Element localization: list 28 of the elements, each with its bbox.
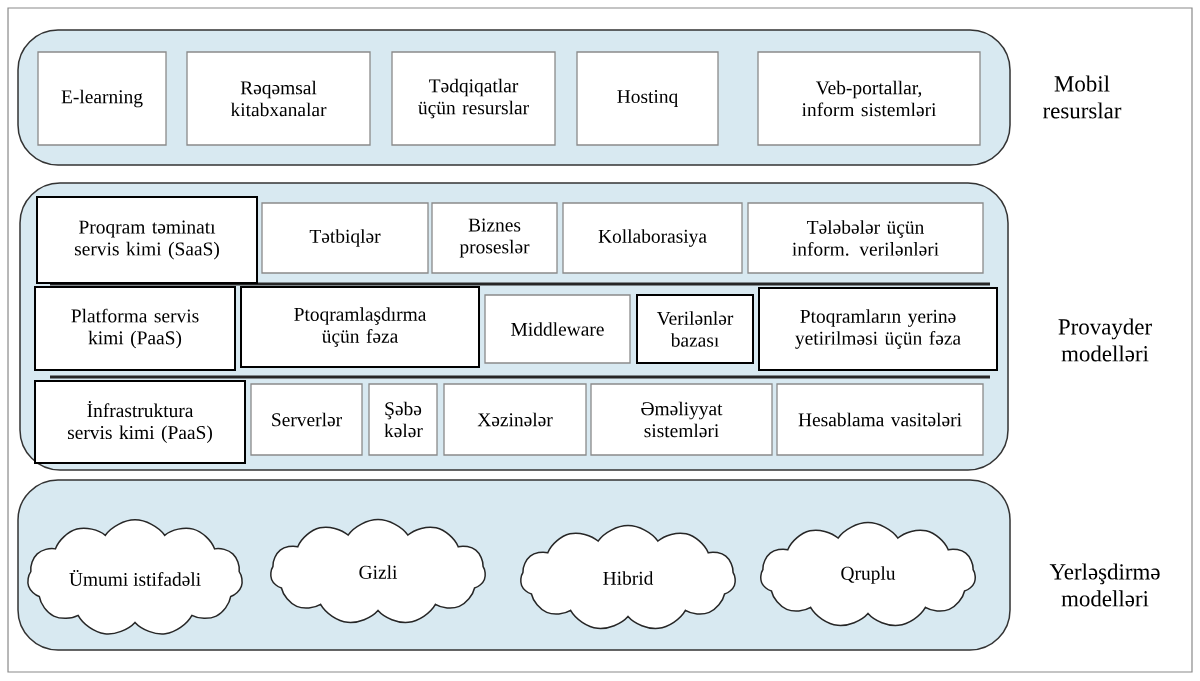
item-box: Rəqəmsal kitabxanalar xyxy=(186,51,371,146)
item-box: Tədqiqatlar üçün resurslar xyxy=(391,51,556,146)
item-box: Middleware xyxy=(484,294,631,364)
item-box: Hostinq xyxy=(576,51,719,146)
cloud: Gizli xyxy=(270,518,486,624)
node-label: Mobil resurslar xyxy=(1043,75,1122,119)
item-box: Şəbə kələr xyxy=(368,383,438,456)
item-box: Tətbiqlər xyxy=(261,202,429,274)
item-box: E-learning xyxy=(37,51,167,146)
node-label: Yerləşdirmə modelləri xyxy=(1049,563,1160,607)
cloud: Qruplu xyxy=(760,521,976,627)
service-box: Proqram təminatı servis kimi (SaaS) xyxy=(36,196,258,284)
cloud: Hibrid xyxy=(520,524,736,630)
service-box: Verilənlər bazası xyxy=(636,294,754,364)
item-box: Xəzinələr xyxy=(443,383,587,456)
service-box: Ptoqramlaşdırma üçün fəza xyxy=(240,286,480,368)
service-box: Ptoqramların yerinə yetirilməsi üçün fəza xyxy=(758,287,998,371)
item-box: Əməliyyat sistemləri xyxy=(590,383,773,456)
item-box: Hesablama vasitələri xyxy=(776,383,984,456)
item-box: Serverlər xyxy=(250,383,363,456)
item-box: Kollaborasiya xyxy=(562,202,743,274)
item-box: Veb-portallar, inform sistemləri xyxy=(757,51,981,146)
service-box: Platforma servis kimi (PaaS) xyxy=(34,286,236,371)
cloud: Ümumi istifadəli xyxy=(27,519,243,635)
item-box: Biznes proseslər xyxy=(431,202,558,274)
node-label: Provayder modelləri xyxy=(1058,318,1152,362)
item-box: Tələbələr üçün inform. verilənləri xyxy=(747,202,984,274)
service-box: İnfrastruktura servis kimi (PaaS) xyxy=(34,380,246,464)
